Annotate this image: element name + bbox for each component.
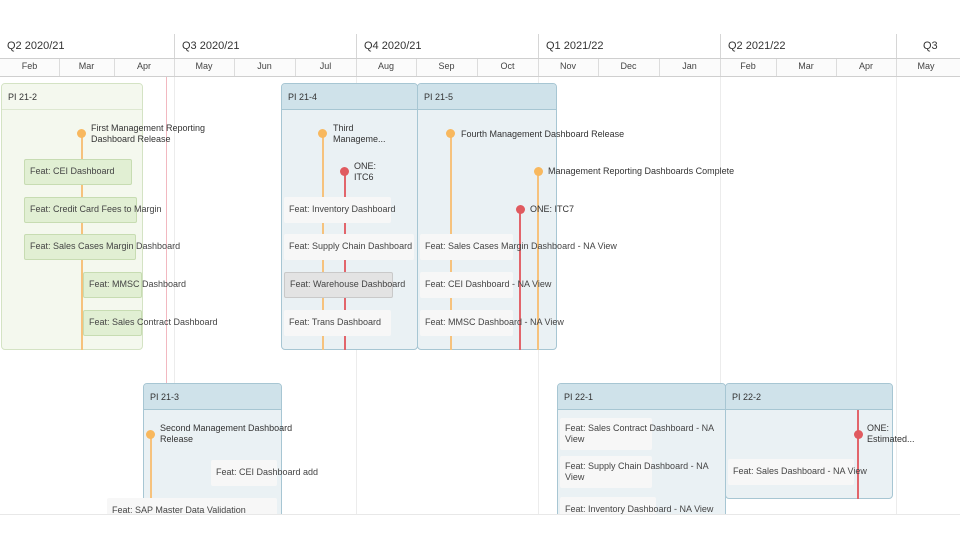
month-divider (896, 59, 897, 76)
pi-title: PI 21-5 (418, 84, 556, 110)
month-divider (836, 59, 837, 76)
month-label: Jul (319, 61, 332, 71)
month-label: Apr (136, 61, 151, 71)
feature-card[interactable]: Feat: Trans Dashboard (284, 310, 391, 336)
month-divider (416, 59, 417, 76)
month-divider (174, 59, 175, 76)
quarter-grid-line (896, 77, 897, 515)
feature-card-label: Feat: Sales Contract Dashboard - NA View (565, 423, 714, 444)
quarter-grid-line (174, 77, 175, 515)
month-divider (598, 59, 599, 76)
feature-card[interactable]: Feat: Sales Contract Dashboard - NA View (560, 418, 714, 450)
milestone-label: First Management Reporting Dashboard Rel… (91, 123, 206, 144)
milestone-label: Fourth Management Dashboard Release (461, 129, 625, 139)
quarter-divider (720, 34, 721, 58)
feature-card[interactable]: Feat: Warehouse Dashboard (284, 272, 405, 298)
month-divider (477, 59, 478, 76)
month-divider (356, 59, 357, 76)
feature-card[interactable]: Feat: Sales Contract Dashboard (83, 310, 218, 336)
quarter-label: Q2 2020/21 (7, 40, 65, 52)
pi-title: PI 21-2 (2, 84, 142, 110)
month-label: Sep (438, 61, 455, 71)
quarter-grid-line (720, 77, 721, 515)
month-label: Oct (500, 61, 515, 71)
month-label: Jan (682, 61, 697, 71)
quarter-label: Q3 (923, 40, 938, 52)
feature-card[interactable]: Feat: CEI Dashboard add (211, 460, 318, 486)
milestone-line (344, 172, 346, 350)
month-divider (295, 59, 296, 76)
header-rule (0, 58, 960, 59)
pi-box-21-5[interactable]: PI 21-5 (417, 83, 557, 350)
milestone-label: ONE: ITC6 (354, 161, 377, 182)
month-label: May (195, 61, 213, 71)
milestone-label: Third Manageme... (333, 123, 386, 144)
quarter-divider (356, 34, 357, 58)
month-divider (59, 59, 60, 76)
pi-title: PI 21-3 (144, 384, 281, 410)
month-label: Mar (798, 61, 814, 71)
milestone-label: Management Reporting Dashboards Complete (548, 166, 735, 176)
milestone-label: ONE: ITC7 (530, 204, 575, 214)
milestone-icon[interactable] (340, 167, 349, 176)
milestone-label: Second Management Dashboard Release (160, 423, 293, 444)
feature-card-label: Feat: Supply Chain Dashboard - NA View (565, 461, 709, 482)
feature-card[interactable]: Feat: Sales Cases Margin Dashboard - NA … (420, 234, 617, 260)
month-divider (114, 59, 115, 76)
quarter-divider (896, 34, 897, 58)
month-label: Feb (21, 61, 38, 71)
milestone-line (537, 171, 539, 350)
quarter-divider (174, 34, 175, 58)
month-label: Mar (78, 61, 95, 71)
month-divider (720, 59, 721, 76)
milestone-label: ONE: Estimated... (867, 423, 915, 444)
feature-card[interactable]: Feat: Supply Chain Dashboard (284, 234, 414, 260)
pi-title: PI 22-1 (558, 384, 725, 410)
milestone-line (519, 209, 521, 350)
month-label: May (917, 61, 935, 71)
milestone-icon[interactable] (146, 430, 155, 439)
today-line (166, 77, 167, 515)
feature-card[interactable]: Feat: CEI Dashboard - NA View (420, 272, 551, 298)
feature-card[interactable]: Feat: Inventory Dashboard (284, 197, 396, 223)
viewport-bottom-edge (0, 514, 960, 541)
feature-card[interactable]: Feat: Credit Card Fees to Margin (24, 197, 162, 223)
quarter-label: Q4 2020/21 (364, 40, 422, 52)
month-divider (234, 59, 235, 76)
feature-card[interactable]: Feat: Sales Cases Margin Dashboard (24, 234, 180, 260)
month-label: Nov (559, 61, 576, 71)
feature-card[interactable]: Feat: MMSC Dashboard (83, 272, 186, 298)
feature-card[interactable]: Feat: Sales Dashboard - NA View (728, 459, 867, 485)
month-label: Feb (740, 61, 756, 71)
header-rule (0, 76, 960, 77)
month-label: Aug (377, 61, 394, 71)
milestone-icon[interactable] (446, 129, 455, 138)
feature-card[interactable]: Feat: CEI Dashboard (24, 159, 132, 185)
pi-title: PI 21-4 (282, 84, 417, 110)
milestone-icon[interactable] (534, 167, 543, 176)
milestone-line (857, 410, 859, 499)
month-label: Jun (257, 61, 272, 71)
month-divider (776, 59, 777, 76)
quarter-label: Q3 2020/21 (182, 40, 240, 52)
month-divider (659, 59, 660, 76)
milestone-icon[interactable] (77, 129, 86, 138)
month-label: Apr (858, 61, 873, 71)
feature-card[interactable]: Feat: Supply Chain Dashboard - NA View (560, 456, 708, 488)
milestone-icon[interactable] (318, 129, 327, 138)
feature-card[interactable]: Feat: MMSC Dashboard - NA View (420, 310, 564, 336)
month-divider (538, 59, 539, 76)
quarter-label: Q1 2021/22 (546, 40, 604, 52)
quarter-divider (538, 34, 539, 58)
milestone-line (150, 433, 152, 515)
pi-title: PI 22-2 (726, 384, 892, 410)
month-label: Dec (620, 61, 637, 71)
milestone-icon[interactable] (854, 430, 863, 439)
quarter-label: Q2 2021/22 (728, 40, 786, 52)
milestone-icon[interactable] (516, 205, 525, 214)
